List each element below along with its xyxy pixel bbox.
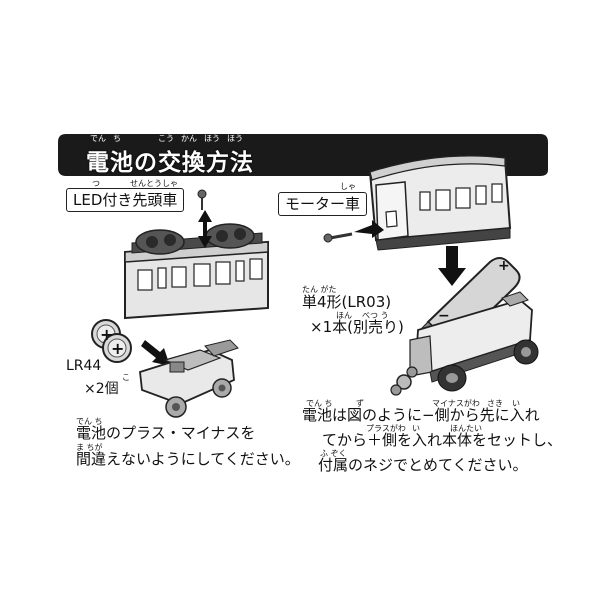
title-ruby-chi: ち <box>113 134 121 143</box>
aaa-ruby-hon: ほん <box>336 311 352 320</box>
motor-note-ruby-saki: さき <box>487 399 503 408</box>
motor-chassis-illustration <box>390 291 539 396</box>
aaa-battery-count: ×1本(別売り) <box>310 318 404 336</box>
down-arrow-icon <box>438 246 466 286</box>
motor-note-line1: 電池は図のように−側から先に入れ <box>302 406 540 424</box>
title-ruby-den: でん <box>90 134 106 143</box>
led-label-ruby-tsu: つ <box>92 179 100 188</box>
title-ruby-hou2: ほう <box>227 134 243 143</box>
aaa-battery-type: 単4形(LR03) <box>302 293 392 311</box>
motor-note-ruby-i2: い <box>412 424 420 433</box>
coin-battery-type: LR44 <box>66 358 102 374</box>
motor-label-ruby: しゃ <box>340 182 356 191</box>
aaa-battery-plus-sign: + <box>498 258 510 274</box>
coin-battery-plus-sign: + <box>100 325 114 344</box>
led-car-illustration <box>124 189 269 320</box>
led-note-line1: 電池のプラス・マイナスを <box>76 424 256 442</box>
motor-car-illustration <box>323 155 512 286</box>
title-ruby-kou: こう <box>158 134 174 143</box>
led-label-ruby-sentousha: せんとうしゃ <box>130 179 178 188</box>
led-note-ruby-denchi: でん ち <box>76 417 103 426</box>
motor-note-ruby-hontai: ほんたい <box>450 424 482 433</box>
insert-arrow-icon <box>141 340 170 366</box>
title-ruby-hou1: ほう <box>204 134 220 143</box>
page-title: 電池の交換方法 <box>86 150 254 176</box>
motor-note-ruby-fuzoku: ふ ぞく <box>320 449 347 458</box>
motor-note-ruby-zu: ず <box>356 399 364 408</box>
coin-battery-count: ×2個 <box>84 381 119 397</box>
led-chassis-illustration <box>139 339 239 418</box>
led-note-ruby-machiga: ま ちが <box>76 443 103 452</box>
motor-note-ruby-denchi: でん ち <box>306 399 333 408</box>
motor-note-line3: 付属のネジでとめてください。 <box>318 456 528 474</box>
title-ruby-kan: かん <box>181 134 197 143</box>
aaa-battery-minus-sign: − <box>438 308 450 324</box>
motor-note-ruby-plusgawa: プラスがわ <box>366 424 406 433</box>
motor-note-line2: てから＋側を入れ本体をセットし、 <box>322 431 563 449</box>
motor-car-label: モーター車 <box>278 192 368 216</box>
motor-note-ruby-i: い <box>512 399 520 408</box>
screw-arrow-icon <box>354 220 384 238</box>
coin-batteries-illustration <box>91 319 132 363</box>
coin-battery-count-ruby: こ <box>122 373 130 382</box>
coin-battery-plus-sign-2: + <box>111 339 125 358</box>
led-car-label: LED付き先頭車 <box>66 188 185 212</box>
led-note-line2: 間違えないようにしてください。 <box>76 450 300 468</box>
motor-note-ruby-minusgawa: マイナスがわ <box>432 399 480 408</box>
aaa-ruby-betsuu: べつ う <box>362 311 389 320</box>
aaa-ruby-tangata: たん がた <box>302 285 337 294</box>
